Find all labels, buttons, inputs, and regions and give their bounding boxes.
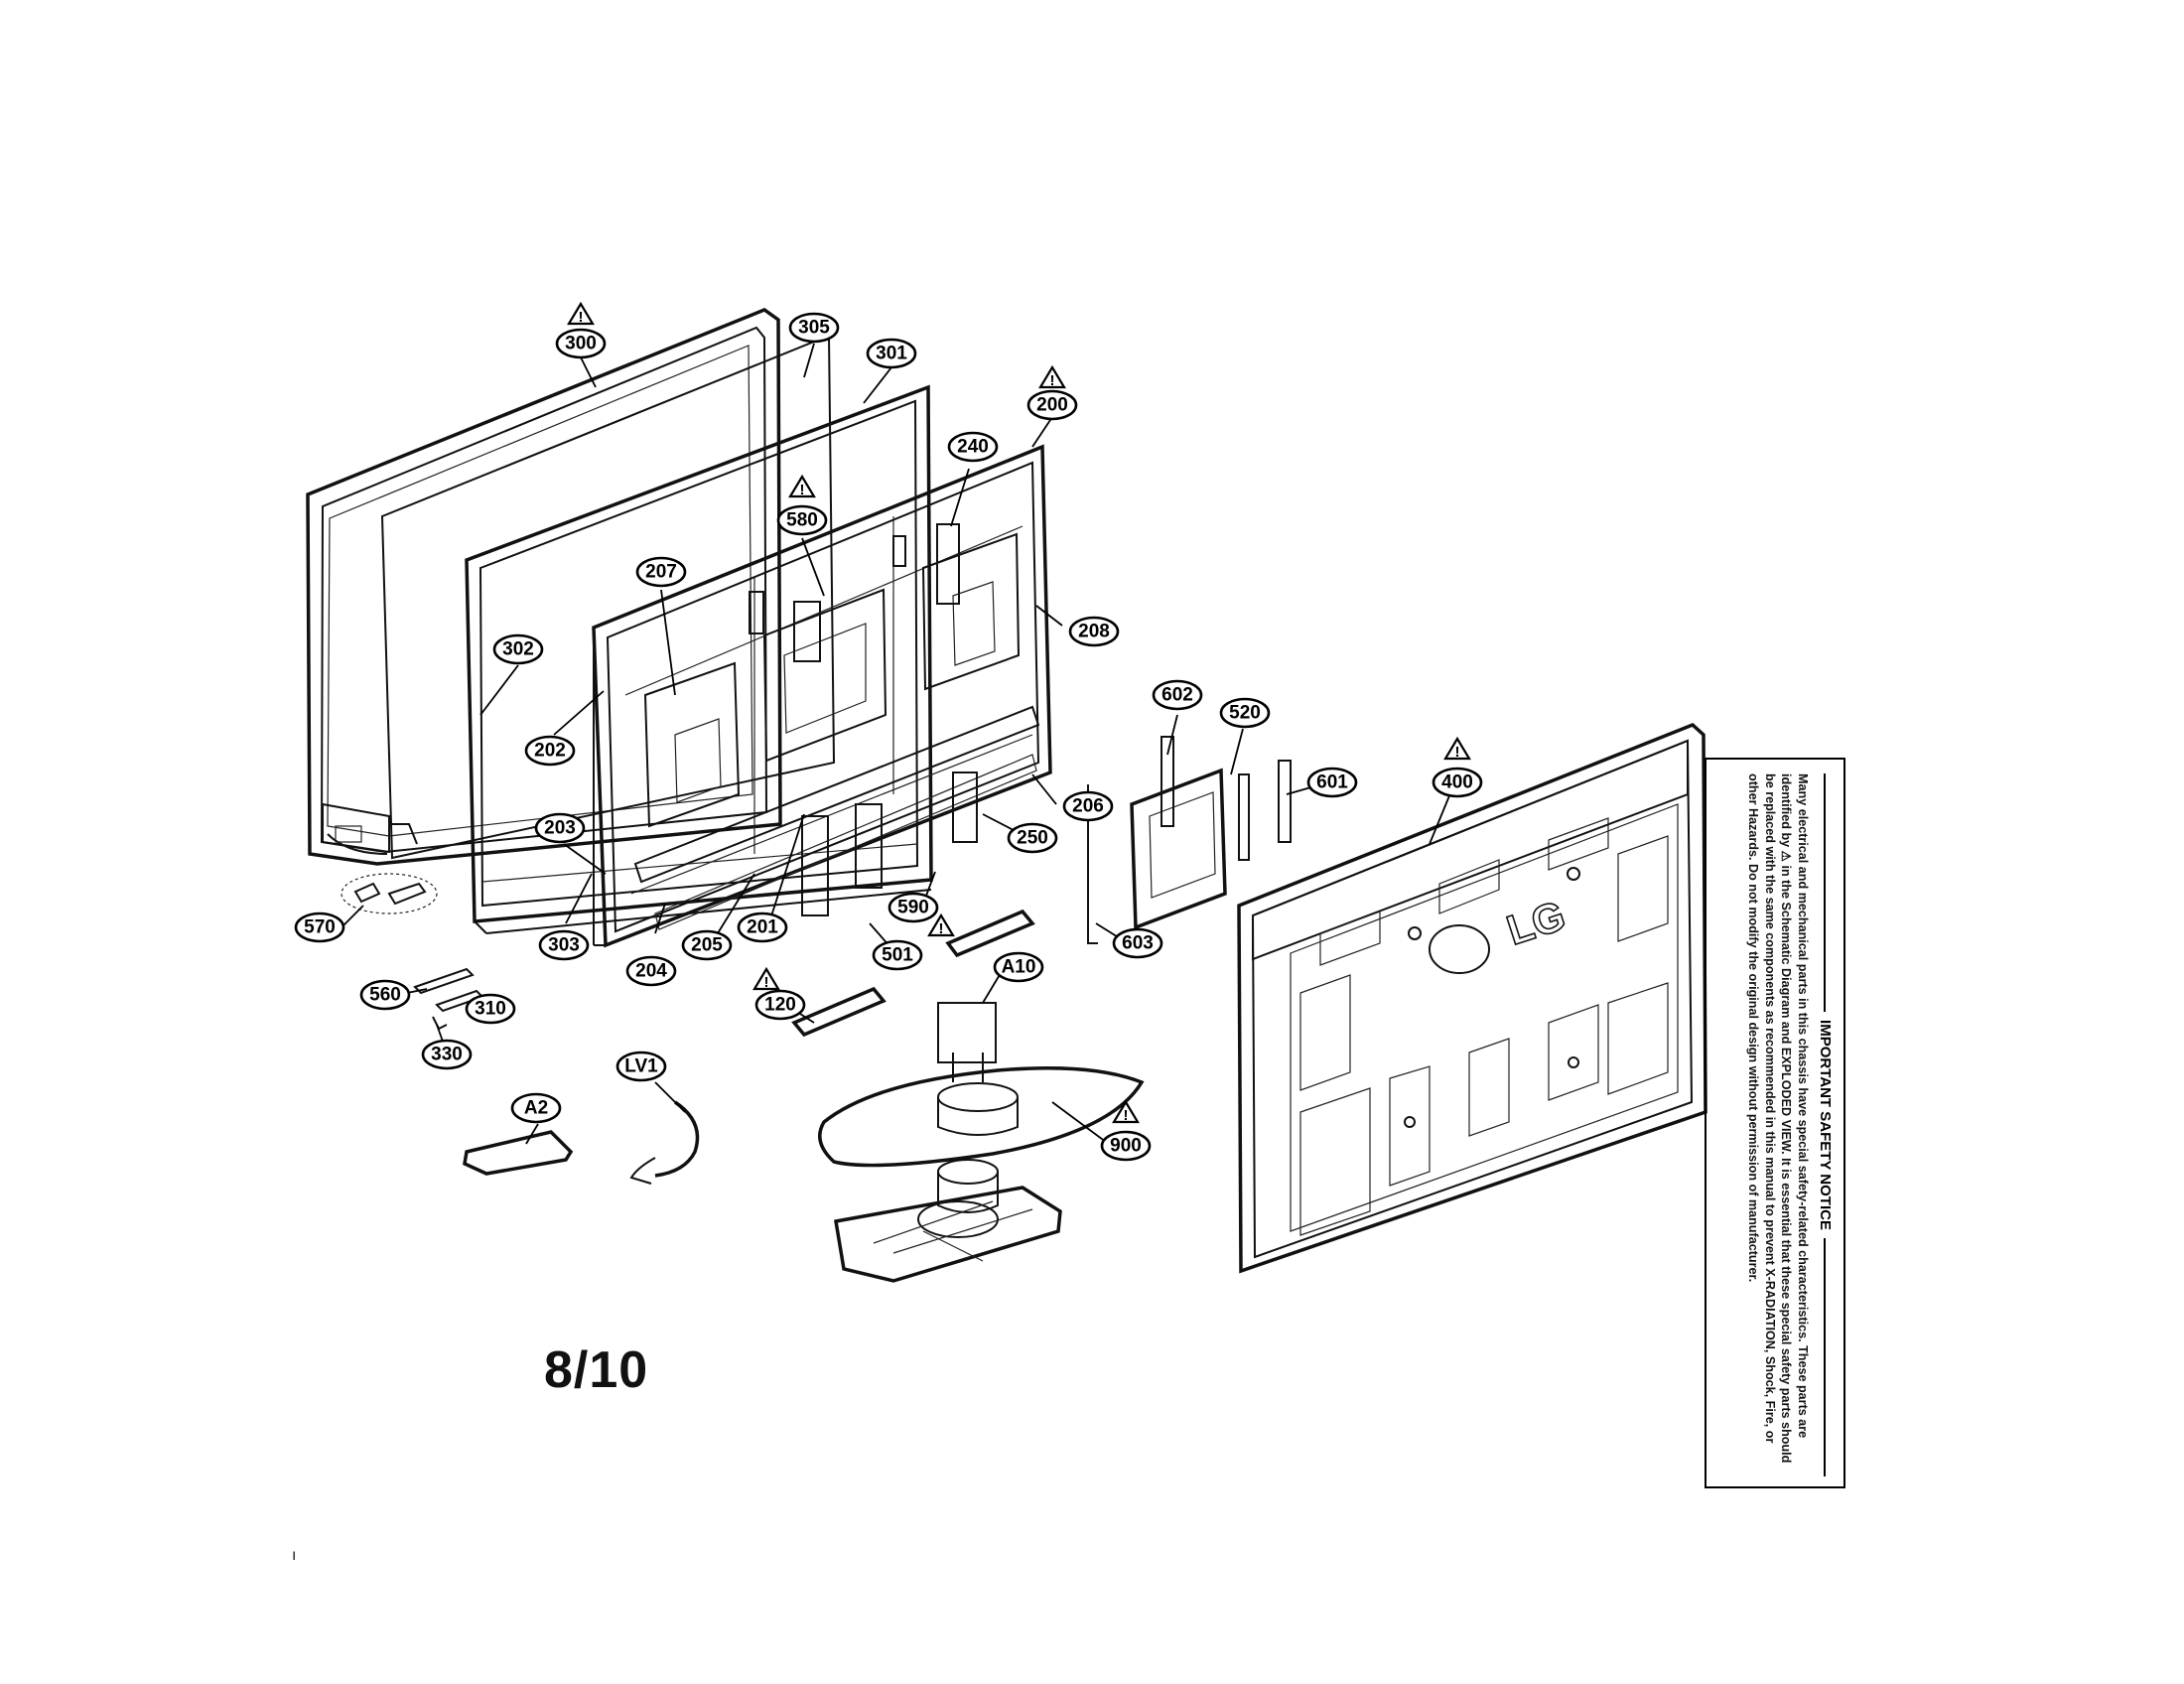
speaker-parts (791, 909, 1035, 1038)
safety-warning-icon: ! (1112, 1099, 1140, 1124)
safety-notice-box: IMPORTANT SAFETY NOTICE Many electrical … (1705, 758, 1845, 1488)
svg-text:310: 310 (475, 999, 506, 1020)
callout-202: 202 (524, 735, 576, 767)
callout-A10: A10 (993, 951, 1044, 983)
callout-310: 310 (465, 993, 516, 1025)
chassis-frame-part (592, 444, 1052, 948)
svg-text:206: 206 (1072, 796, 1104, 817)
svg-text:602: 602 (1161, 685, 1193, 706)
svg-text:202: 202 (534, 741, 566, 762)
lg-logo: LG (1501, 892, 1570, 954)
callout-203: 203 (534, 812, 586, 844)
svg-text:!: ! (800, 482, 805, 498)
back-cover-part: LG (1237, 722, 1707, 1274)
callout-570: 570 (294, 912, 345, 943)
safety-notice-body: Many electrical and mechanical parts in … (1746, 773, 1811, 1464)
callout-301: 301 (866, 338, 917, 369)
safety-warning-icon: ! (752, 966, 780, 991)
safety-warning-icon: ! (567, 301, 595, 326)
svg-text:204: 204 (635, 961, 667, 982)
callout-580: 580 (776, 504, 828, 536)
page-number: 8/10 (544, 1341, 649, 1399)
svg-text:!: ! (1124, 1107, 1129, 1124)
svg-text:580: 580 (786, 510, 818, 531)
svg-text:203: 203 (544, 818, 576, 839)
svg-text:!: ! (764, 974, 769, 991)
svg-text:A10: A10 (1002, 957, 1036, 978)
callout-303: 303 (538, 929, 590, 961)
callout-603: 603 (1112, 927, 1163, 959)
callout-330: 330 (421, 1039, 473, 1070)
svg-text:330: 330 (431, 1045, 463, 1065)
callout-LV1: LV1 (615, 1051, 667, 1082)
svg-text:520: 520 (1229, 703, 1261, 724)
svg-text:207: 207 (645, 562, 677, 583)
callout-A2: A2 (510, 1092, 562, 1124)
panel-frame-part (465, 384, 933, 934)
svg-text:205: 205 (691, 935, 723, 956)
svg-text:!: ! (939, 920, 944, 937)
callout-400: 400 (1432, 767, 1483, 798)
svg-text:!: ! (1455, 744, 1460, 761)
filter-glass-part (380, 334, 836, 860)
stand-part (818, 1002, 1145, 1283)
front-bezel-part (306, 308, 782, 866)
svg-text:305: 305 (798, 318, 830, 339)
svg-text:303: 303 (548, 935, 580, 956)
svg-text:570: 570 (304, 917, 336, 938)
callout-206: 206 (1062, 790, 1114, 822)
svg-text:501: 501 (882, 945, 913, 966)
svg-text:200: 200 (1036, 395, 1068, 416)
board-parts (1087, 736, 1292, 944)
svg-text:120: 120 (764, 995, 796, 1016)
safety-notice-title-row: IMPORTANT SAFETY NOTICE (1817, 773, 1834, 1477)
svg-text:302: 302 (502, 639, 534, 660)
svg-text:590: 590 (897, 898, 929, 918)
svg-text:601: 601 (1316, 772, 1348, 793)
svg-text:603: 603 (1122, 933, 1154, 954)
callout-204: 204 (625, 955, 677, 987)
callout-207: 207 (635, 556, 687, 588)
svg-text:301: 301 (876, 344, 907, 364)
callout-590: 590 (887, 892, 939, 923)
callout-120: 120 (754, 989, 806, 1021)
svg-text:400: 400 (1441, 772, 1473, 793)
callout-900: 900 (1100, 1130, 1152, 1162)
svg-text:300: 300 (565, 334, 597, 354)
callout-208: 208 (1068, 616, 1120, 647)
callout-520: 520 (1219, 697, 1271, 729)
callout-250: 250 (1007, 822, 1058, 854)
safety-warning-icon: ! (1038, 364, 1066, 389)
callout-601: 601 (1306, 767, 1358, 798)
svg-text:!: ! (579, 309, 584, 326)
svg-text:208: 208 (1078, 622, 1110, 642)
callout-201: 201 (737, 912, 788, 943)
svg-text:240: 240 (957, 437, 989, 458)
callout-560: 560 (359, 979, 411, 1011)
callout-200: 200 (1026, 389, 1078, 421)
svg-text:250: 250 (1017, 828, 1048, 849)
callout-205: 205 (681, 929, 733, 961)
svg-text:A2: A2 (524, 1098, 548, 1119)
safety-warning-icon: ! (788, 474, 816, 498)
svg-text:!: ! (1050, 372, 1055, 389)
callout-302: 302 (492, 633, 544, 665)
callout-602: 602 (1152, 679, 1203, 711)
stray-mark: ı (292, 1547, 297, 1564)
safety-warning-icon: ! (1443, 736, 1471, 761)
svg-text:560: 560 (369, 985, 401, 1006)
svg-text:LV1: LV1 (624, 1056, 658, 1077)
callout-305: 305 (788, 312, 840, 344)
callout-300: 300 (555, 328, 607, 359)
svg-text:900: 900 (1110, 1136, 1142, 1157)
safety-warning-icon: ! (927, 912, 955, 937)
safety-notice-title: IMPORTANT SAFETY NOTICE (1817, 1020, 1834, 1230)
small-parts (341, 873, 700, 1185)
callout-501: 501 (872, 939, 923, 971)
svg-text:201: 201 (747, 917, 778, 938)
callout-240: 240 (947, 431, 999, 463)
